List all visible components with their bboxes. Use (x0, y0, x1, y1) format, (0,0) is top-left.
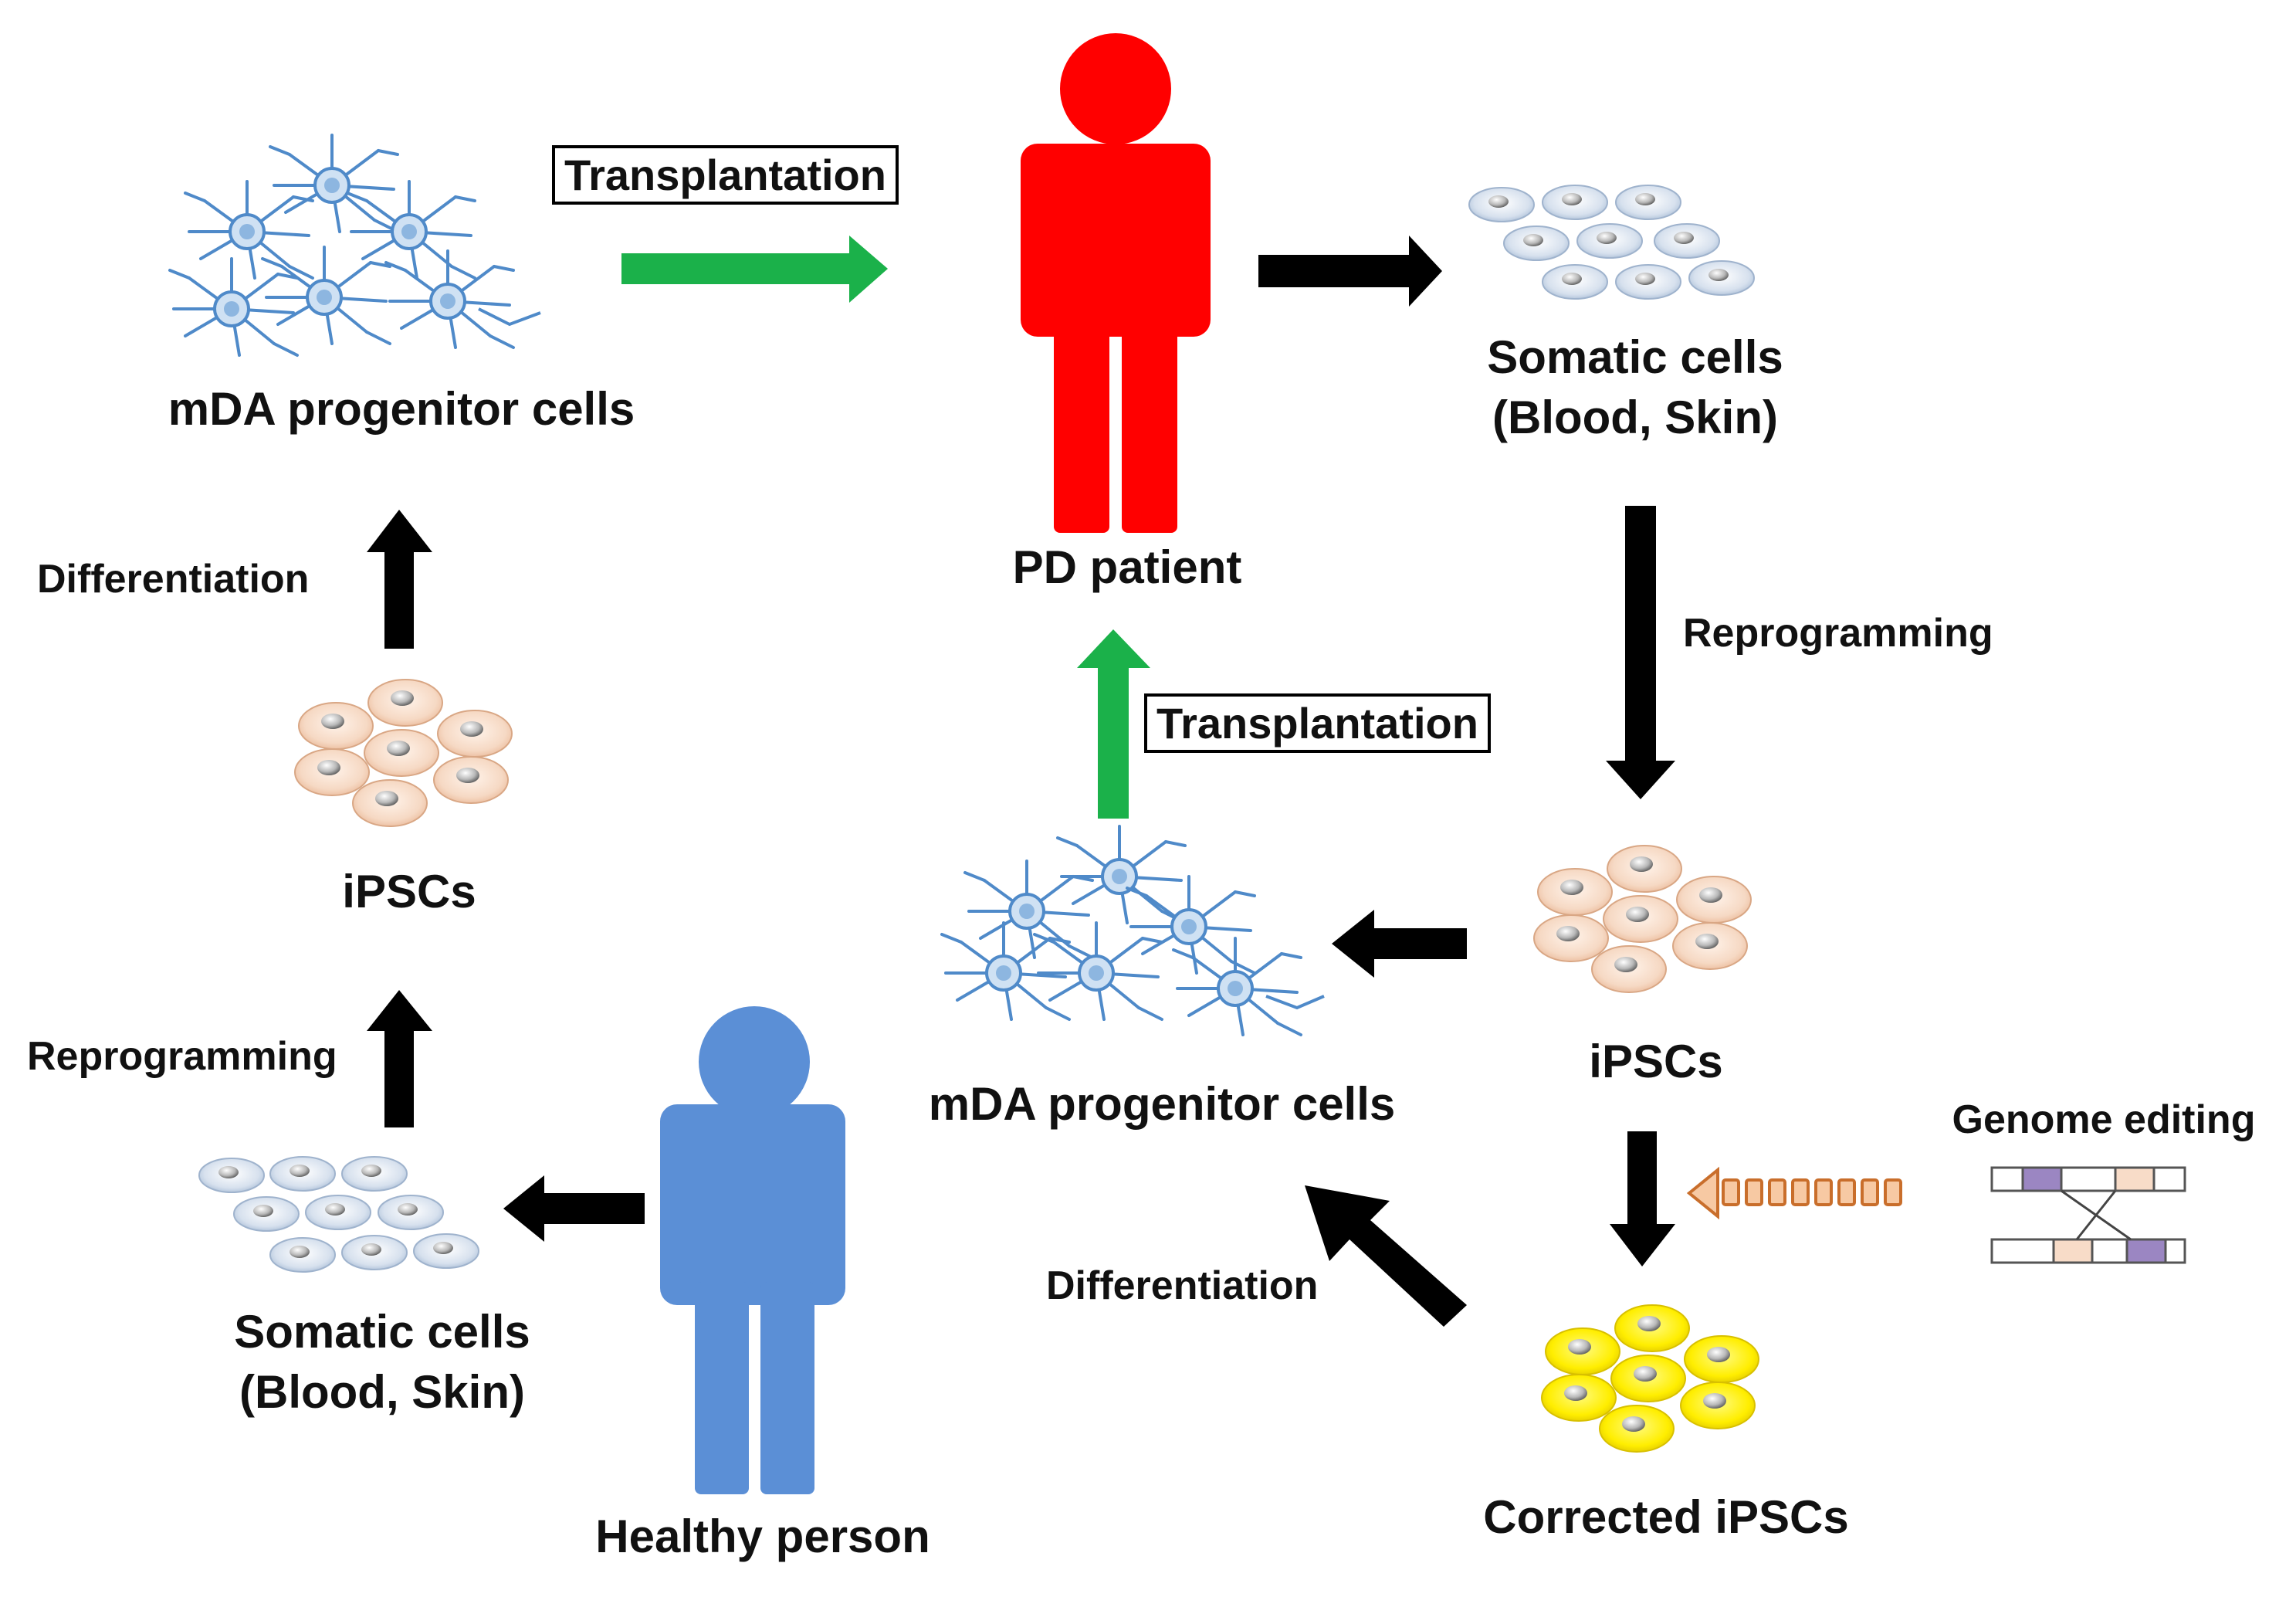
ipscs-left-label: iPSCs (342, 866, 476, 917)
mda-progenitor-top-label: mDA progenitor cells (168, 383, 635, 435)
black-arrow-right-icon (1258, 236, 1442, 307)
somatic-right-line1-label: Somatic cells (1487, 331, 1783, 383)
reprogramming-right-label: Reprogramming (1683, 611, 1993, 656)
healthy-person-label: Healthy person (595, 1511, 930, 1562)
ipscs-right-label: iPSCs (1589, 1036, 1723, 1087)
black-arrow-up-icon-differentiation (367, 510, 432, 649)
cell-cluster-icon-ipscs-left (294, 679, 513, 827)
differentiation-bottom-label: Differentiation (1046, 1263, 1319, 1308)
neuron-network-icon-mid (940, 825, 1325, 1036)
green-arrow-up-icon (1077, 629, 1150, 819)
black-arrow-left-icon-mid (1332, 910, 1467, 978)
reprogramming-left-label: Reprogramming (27, 1034, 337, 1079)
black-arrow-down-icon-reprogramming (1606, 506, 1675, 799)
healthy-person-icon (660, 1006, 845, 1494)
somatic-left-line2-label: (Blood, Skin) (239, 1366, 525, 1418)
black-arrow-down-icon-editing (1610, 1131, 1675, 1266)
cell-cluster-icon-somatic-left (198, 1156, 479, 1273)
cell-cluster-icon-somatic-right (1468, 185, 1755, 300)
transplantation-mid-label: Transplantation (1144, 693, 1491, 753)
cell-cluster-icon-corrected-ipscs (1541, 1304, 1759, 1453)
pd-patient-label: PD patient (1012, 541, 1242, 593)
transplantation-top-label: Transplantation (552, 145, 899, 205)
dna-crossover-icon (1990, 1166, 2186, 1264)
somatic-right-line2-label: (Blood, Skin) (1492, 392, 1778, 443)
pd-patient-person-icon (1021, 33, 1211, 533)
green-arrow-right-icon (621, 236, 888, 303)
genome-editing-label: Genome editing (1952, 1097, 2256, 1142)
somatic-left-line1-label: Somatic cells (234, 1306, 530, 1358)
differentiation-left-label: Differentiation (37, 557, 310, 602)
neuron-network-icon-top (168, 134, 541, 357)
black-arrow-up-icon-reprogramming (367, 990, 432, 1127)
cell-cluster-icon-ipscs-right (1533, 845, 1752, 993)
mda-progenitor-mid-label: mDA progenitor cells (928, 1078, 1396, 1130)
corrected-ipscs-label: Corrected iPSCs (1483, 1491, 1849, 1543)
black-arrow-diagonal-icon (1305, 1185, 1467, 1327)
black-arrow-left-icon-healthy (503, 1175, 645, 1242)
insertion-arrow-icon (1686, 1166, 1902, 1220)
